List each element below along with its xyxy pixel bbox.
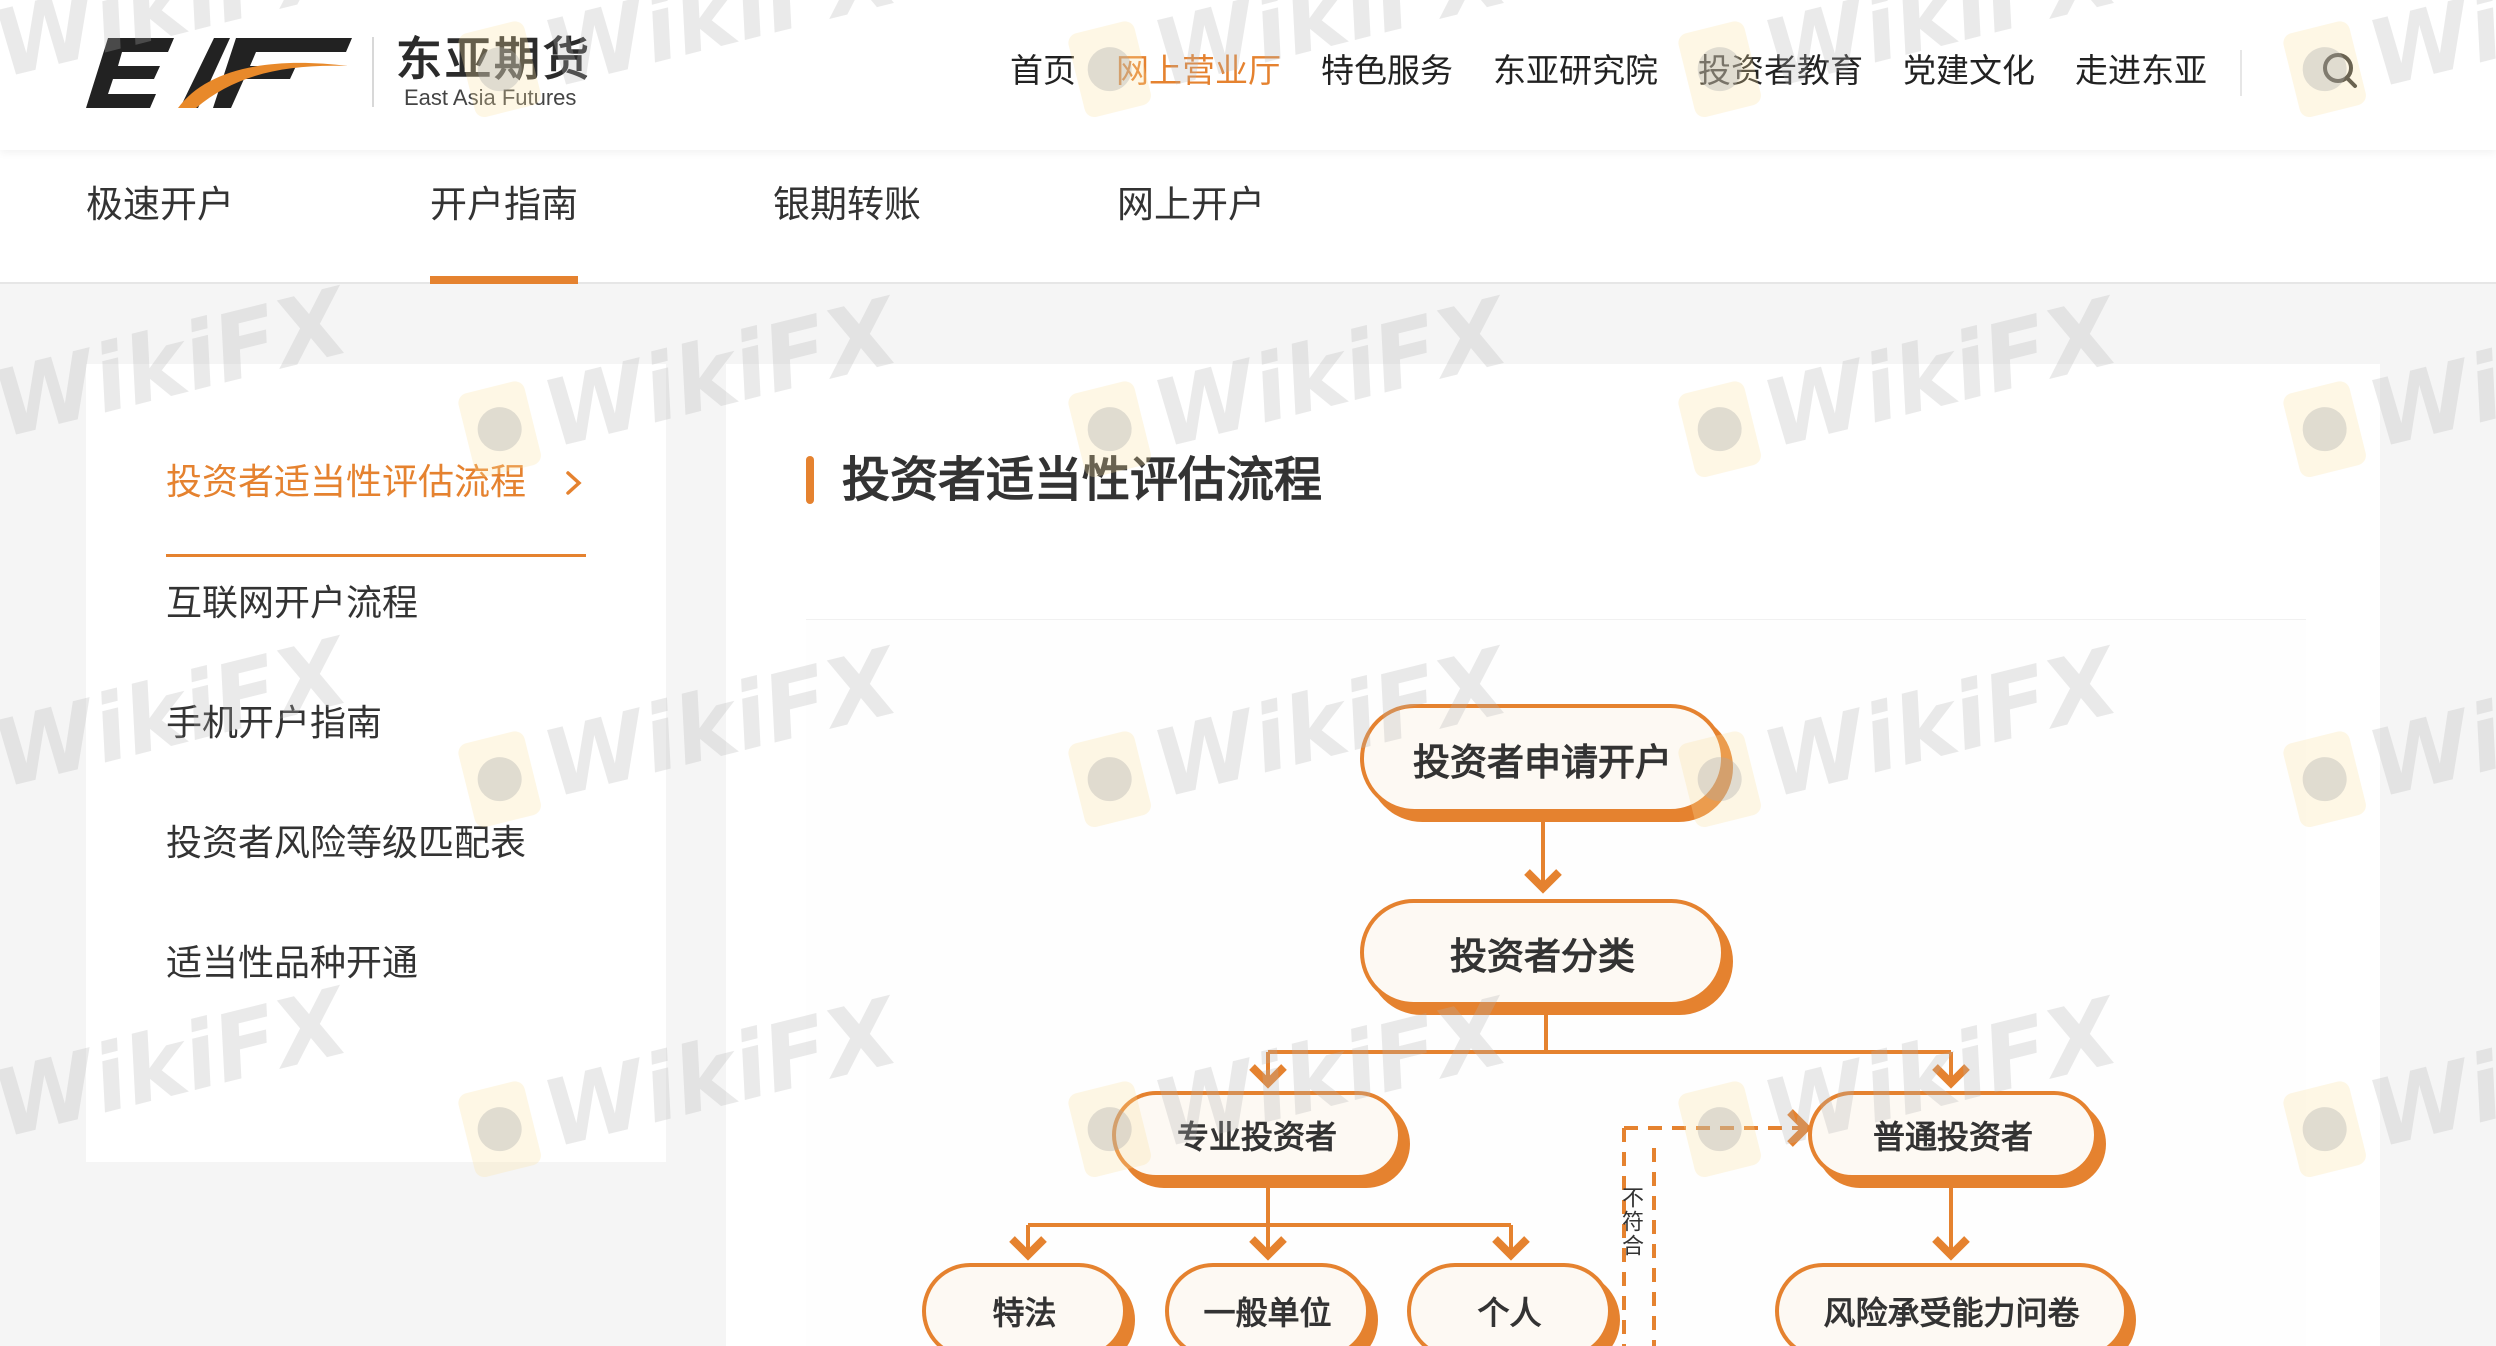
title-accent-bar [806, 456, 814, 504]
subnav-item-open-guide[interactable]: 开户指南 [430, 180, 578, 284]
edge-label-not-qualified: 不符合 [1618, 1186, 1643, 1258]
chevron-right-icon [566, 471, 582, 495]
logo-text: 东亚期货 East Asia Futures [396, 33, 592, 111]
node-risk-questionnaire: 风险承受能力问卷 [1775, 1263, 2128, 1346]
sidebar-item-suitability-process[interactable]: 投资者适当性评估流程 [166, 458, 586, 557]
page-title-text: 投资者适当性评估流程 [842, 452, 1323, 508]
sidebar-item-internet-open-process[interactable]: 互联网开户流程 [166, 583, 419, 624]
main-nav: 首页 网上营业厅 特色服务 东亚研究院 投资者教育 党建文化 走进东亚 [1010, 48, 2247, 94]
subnav-label: 开户指南 [430, 183, 578, 226]
nav-item-investor-education[interactable]: 投资者教育 [1698, 51, 1863, 90]
subnav-label: 银期转账 [773, 183, 921, 226]
search-button[interactable] [2318, 48, 2364, 94]
node-label: 普通投资者 [1872, 1118, 2033, 1156]
node-label: 专业投资者 [1176, 1118, 1337, 1156]
page-title: 投资者适当性评估流程 [806, 452, 1322, 508]
nav-item-online-hall[interactable]: 网上营业厅 [1116, 51, 1281, 90]
node-label: 投资者申请开户 [1413, 740, 1672, 784]
node-general-unit: 一般单位 [1165, 1263, 1370, 1346]
sidebar-item-mobile-open-guide[interactable]: 手机开户指南 [166, 703, 383, 744]
subnav-item-bank-transfer[interactable]: 银期转账 [773, 180, 921, 230]
sub-nav: 极速开户 开户指南 银期转账 网上开户 [0, 150, 2496, 284]
node-label: 特法 [992, 1294, 1057, 1332]
sidebar-item-label: 投资者适当性评估流程 [166, 462, 527, 503]
node-label: 投资者分类 [1450, 934, 1635, 978]
sidebar: 投资者适当性评估流程 互联网开户流程 手机开户指南 投资者风险等级匹配表 适当性… [86, 364, 666, 1162]
brand-name-cn: 东亚期货 [396, 32, 592, 86]
flowchart: 投资者申请开户 投资者分类 专业投资者 普通投资者 特法 一般单位 个人 风险承… [806, 619, 2306, 1346]
node-label: 一般单位 [1203, 1294, 1332, 1332]
search-icon [2323, 53, 2357, 88]
node-professional-investor: 专业投资者 [1112, 1091, 1402, 1179]
node-label: 个人 [1477, 1294, 1542, 1332]
subnav-label: 网上开户 [1117, 183, 1265, 226]
node-apply: 投资者申请开户 [1360, 704, 1725, 813]
flowchart-connectors [1009, 822, 1970, 1346]
site-logo[interactable]: 东亚期货 East Asia Futures [86, 32, 592, 112]
nav-item-about[interactable]: 走进东亚 [2075, 51, 2207, 90]
sidebar-item-product-activation[interactable]: 适当性品种开通 [166, 943, 419, 984]
node-ordinary-investor: 普通投资者 [1808, 1091, 2098, 1179]
nav-item-home[interactable]: 首页 [1010, 51, 1076, 90]
brand-name-en: East Asia Futures [404, 85, 577, 110]
nav-item-research-institute[interactable]: 东亚研究院 [1493, 51, 1658, 90]
content-panel: 投资者适当性评估流程 [726, 364, 2380, 1346]
logo-divider [372, 37, 374, 107]
subnav-item-quick-open[interactable]: 极速开户 [86, 180, 234, 230]
node-individual: 个人 [1407, 1263, 1612, 1346]
active-underline [430, 276, 578, 284]
subnav-label: 极速开户 [86, 183, 234, 226]
nav-item-featured-services[interactable]: 特色服务 [1321, 51, 1453, 90]
sidebar-item-risk-level-table[interactable]: 投资者风险等级匹配表 [166, 823, 527, 864]
nav-divider [2240, 50, 2242, 96]
subnav-item-online-open[interactable]: 网上开户 [1117, 180, 1265, 230]
nav-item-party-culture[interactable]: 党建文化 [1903, 51, 2035, 90]
site-header: 东亚期货 East Asia Futures 首页 网上营业厅 特色服务 东亚研… [0, 0, 2496, 150]
node-special-legal: 特法 [922, 1263, 1127, 1346]
node-label: 风险承受能力问卷 [1823, 1294, 2080, 1332]
eaf-logo-icon [86, 38, 352, 108]
node-classify: 投资者分类 [1360, 899, 1725, 1006]
